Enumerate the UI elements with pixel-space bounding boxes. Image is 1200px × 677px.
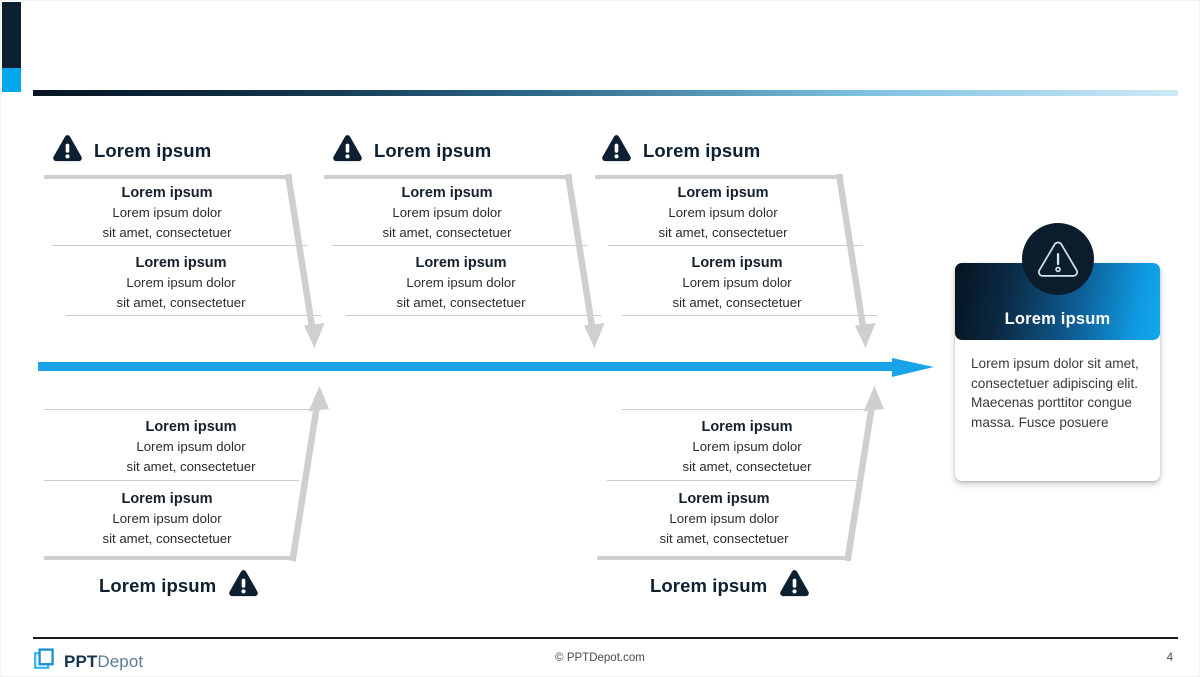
copyright-text: © PPTDepot.com (555, 652, 645, 664)
bottom-branch-1-arrow (248, 383, 329, 568)
item-line-2: sit amet, consectetuer (659, 531, 789, 546)
warning-triangle-icon (601, 134, 632, 168)
page-number: 4 (1166, 652, 1173, 664)
top-branch-2-item-2[interactable]: Lorem ipsum Lorem ipsum dolor sit amet, … (338, 254, 584, 313)
item-line-1: Lorem ipsum dolor (136, 439, 246, 454)
bottom-branch-2-footer[interactable]: Lorem ipsum (650, 569, 810, 603)
item-line-1: Lorem ipsum dolor (112, 205, 222, 220)
top-branch-1-item-2[interactable]: Lorem ipsum Lorem ipsum dolor sit amet, … (58, 254, 304, 313)
top-branch-3-item-2[interactable]: Lorem ipsum Lorem ipsum dolor sit amet, … (614, 254, 860, 313)
item-line-2: sit amet, consectetuer (126, 459, 256, 474)
brand-logo-bold: PPT (64, 652, 98, 671)
top-branch-2-divider-1 (332, 245, 587, 246)
item-title: Lorem ipsum (415, 255, 507, 271)
item-title: Lorem ipsum (121, 491, 213, 507)
bottom-branch-2-item-1[interactable]: Lorem ipsum Lorem ipsum dolor sit amet, … (624, 418, 870, 477)
top-branch-3-item-1[interactable]: Lorem ipsum Lorem ipsum dolor sit amet, … (600, 184, 846, 243)
item-line-2: sit amet, consectetuer (116, 295, 246, 310)
top-branch-1-item-1[interactable]: Lorem ipsum Lorem ipsum dolor sit amet, … (44, 184, 290, 243)
bottom-branch-1-item-1[interactable]: Lorem ipsum Lorem ipsum dolor sit amet, … (68, 418, 314, 477)
ppt-depot-logo-icon (34, 648, 57, 676)
bottom-branch-1-divider-2 (44, 480, 299, 481)
top-branch-2-arrow (564, 172, 616, 352)
item-title: Lorem ipsum (677, 185, 769, 201)
fishbone-spine-arrow (38, 358, 934, 377)
bottom-branch-1-item-2[interactable]: Lorem ipsum Lorem ipsum dolor sit amet, … (44, 490, 290, 549)
footer: PPTDepot © PPTDepot.com 4 (0, 645, 1200, 677)
item-line-1: Lorem ipsum dolor (682, 275, 792, 290)
top-branch-1-divider-2 (66, 315, 321, 316)
warning-triangle-icon (52, 134, 83, 168)
item-title: Lorem ipsum (135, 255, 227, 271)
bottom-branch-2-arrow (803, 383, 884, 568)
item-line-1: Lorem ipsum dolor (392, 205, 502, 220)
bottom-branch-1-bottom-rule (44, 556, 294, 560)
top-branch-3-divider-2 (622, 315, 877, 316)
bottom-branch-1-label: Lorem ipsum (99, 575, 217, 596)
item-title: Lorem ipsum (145, 419, 237, 435)
top-branch-3-divider-1 (608, 245, 863, 246)
bottom-branch-2-divider-2 (607, 480, 860, 481)
top-branch-1-top-rule (44, 175, 292, 179)
item-line-1: Lorem ipsum dolor (669, 511, 779, 526)
brand-logo-light: Depot (97, 652, 144, 671)
item-line-1: Lorem ipsum dolor (112, 511, 222, 526)
result-card-header: Lorem ipsum (955, 223, 1160, 340)
item-line-2: sit amet, consectetuer (102, 225, 232, 240)
item-title: Lorem ipsum (121, 185, 213, 201)
bottom-branch-2-item-2[interactable]: Lorem ipsum Lorem ipsum dolor sit amet, … (601, 490, 847, 549)
result-card-title: Lorem ipsum (1004, 310, 1111, 328)
item-title: Lorem ipsum (401, 185, 493, 201)
item-title: Lorem ipsum (678, 491, 770, 507)
top-branch-2-label: Lorem ipsum (374, 140, 492, 161)
top-branch-3-top-rule (595, 175, 843, 179)
bottom-branch-1-footer[interactable]: Lorem ipsum (99, 569, 259, 603)
item-line-1: Lorem ipsum dolor (692, 439, 802, 454)
top-branch-2-divider-2 (346, 315, 601, 316)
item-title: Lorem ipsum (701, 419, 793, 435)
top-branch-1-header[interactable]: Lorem ipsum (52, 134, 211, 168)
top-branch-3-label: Lorem ipsum (643, 140, 761, 161)
top-branch-1-divider-1 (52, 245, 307, 246)
result-card[interactable]: Lorem ipsum Lorem ipsum dolor sit amet, … (955, 223, 1160, 481)
warning-triangle-icon (332, 134, 363, 168)
top-branch-1-label: Lorem ipsum (94, 140, 212, 161)
result-card-body: Lorem ipsum dolor sit amet, consectetuer… (971, 356, 1139, 430)
item-line-2: sit amet, consectetuer (658, 225, 788, 240)
item-title: Lorem ipsum (691, 255, 783, 271)
item-line-2: sit amet, consectetuer (672, 295, 802, 310)
bottom-branch-2-bottom-rule (597, 556, 849, 560)
bottom-branch-2-divider-1 (622, 409, 875, 410)
top-branch-1-arrow (284, 172, 336, 352)
top-branch-2-top-rule (324, 175, 572, 179)
top-branch-2-item-1[interactable]: Lorem ipsum Lorem ipsum dolor sit amet, … (324, 184, 570, 243)
brand-logo-text: PPTDepot (64, 652, 143, 672)
top-branch-3-arrow (835, 172, 887, 352)
item-line-2: sit amet, consectetuer (102, 531, 232, 546)
top-branch-2-header[interactable]: Lorem ipsum (332, 134, 491, 168)
bottom-branch-1-divider-1 (44, 409, 319, 410)
accent-bar-navy (2, 2, 21, 68)
item-line-1: Lorem ipsum dolor (126, 275, 236, 290)
item-line-1: Lorem ipsum dolor (668, 205, 778, 220)
warning-circle-badge-icon (1021, 223, 1094, 295)
warning-triangle-icon (228, 569, 259, 603)
header-gradient-rule (33, 90, 1178, 96)
footer-divider (33, 637, 1178, 639)
item-line-2: sit amet, consectetuer (382, 225, 512, 240)
item-line-2: sit amet, consectetuer (396, 295, 526, 310)
top-branch-3-header[interactable]: Lorem ipsum (601, 134, 760, 168)
brand-logo[interactable]: PPTDepot (34, 648, 143, 676)
item-line-1: Lorem ipsum dolor (406, 275, 516, 290)
warning-triangle-icon (779, 569, 810, 603)
bottom-branch-2-label: Lorem ipsum (650, 575, 768, 596)
accent-bar-cyan (2, 68, 21, 92)
item-line-2: sit amet, consectetuer (682, 459, 812, 474)
